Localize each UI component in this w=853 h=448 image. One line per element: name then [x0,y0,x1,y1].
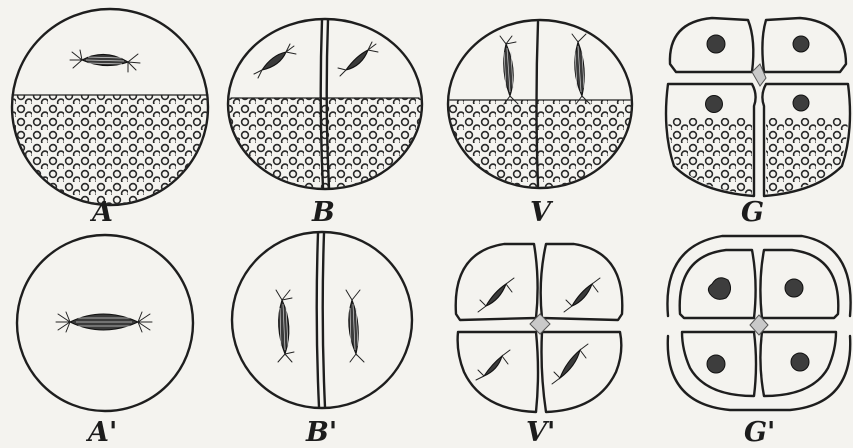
panel-v: V [448,20,632,228]
cell-lower-left [458,332,538,412]
nucleus [785,279,803,297]
spindle-ur [564,278,600,312]
panel-g: G [666,18,853,228]
spindle-ul [478,278,514,312]
nucleus [708,278,730,300]
cell-upper-left [456,244,538,320]
yolk-region [668,118,758,198]
panel-label: V [530,197,554,228]
yolk-region [10,95,210,210]
nucleus [707,35,725,53]
outer-envelope-lower [668,336,850,410]
spindle-ll [476,350,510,380]
cell-lower-right [542,332,622,412]
nucleus-right [338,42,378,76]
outer-envelope-upper [667,236,850,316]
panel-v-prime: V' [456,244,623,448]
panel-g-prime: G' [667,236,850,448]
first-cleavage-furrow [317,233,325,407]
nucleus [791,353,809,371]
nucleus-left [254,44,296,78]
spindle-right [346,290,364,362]
panel-b: B [228,19,422,228]
mitotic-spindle [56,312,152,332]
panel-label: B' [305,417,337,448]
panel-b-prime: B' [232,232,412,448]
mitotic-spindle [70,50,140,72]
nucleus [793,36,809,52]
yolk-region [448,100,632,192]
yolk-region [228,98,422,193]
spindle-right [572,34,590,104]
panel-label: V' [526,417,555,448]
panel-label: A [89,197,113,228]
nucleus [706,96,723,113]
panel-label: A' [85,417,117,448]
panel-a-prime: A' [17,235,193,448]
panel-a: A [10,9,210,228]
spindle-lr [552,344,588,384]
spindle-left [276,290,294,362]
panel-label: B [311,197,335,228]
nucleus [793,95,809,111]
cell-upper-right [541,244,623,320]
panel-label: G [741,197,764,228]
panel-label: G' [744,417,775,448]
spindle-left [500,36,518,104]
nucleus [707,355,725,373]
